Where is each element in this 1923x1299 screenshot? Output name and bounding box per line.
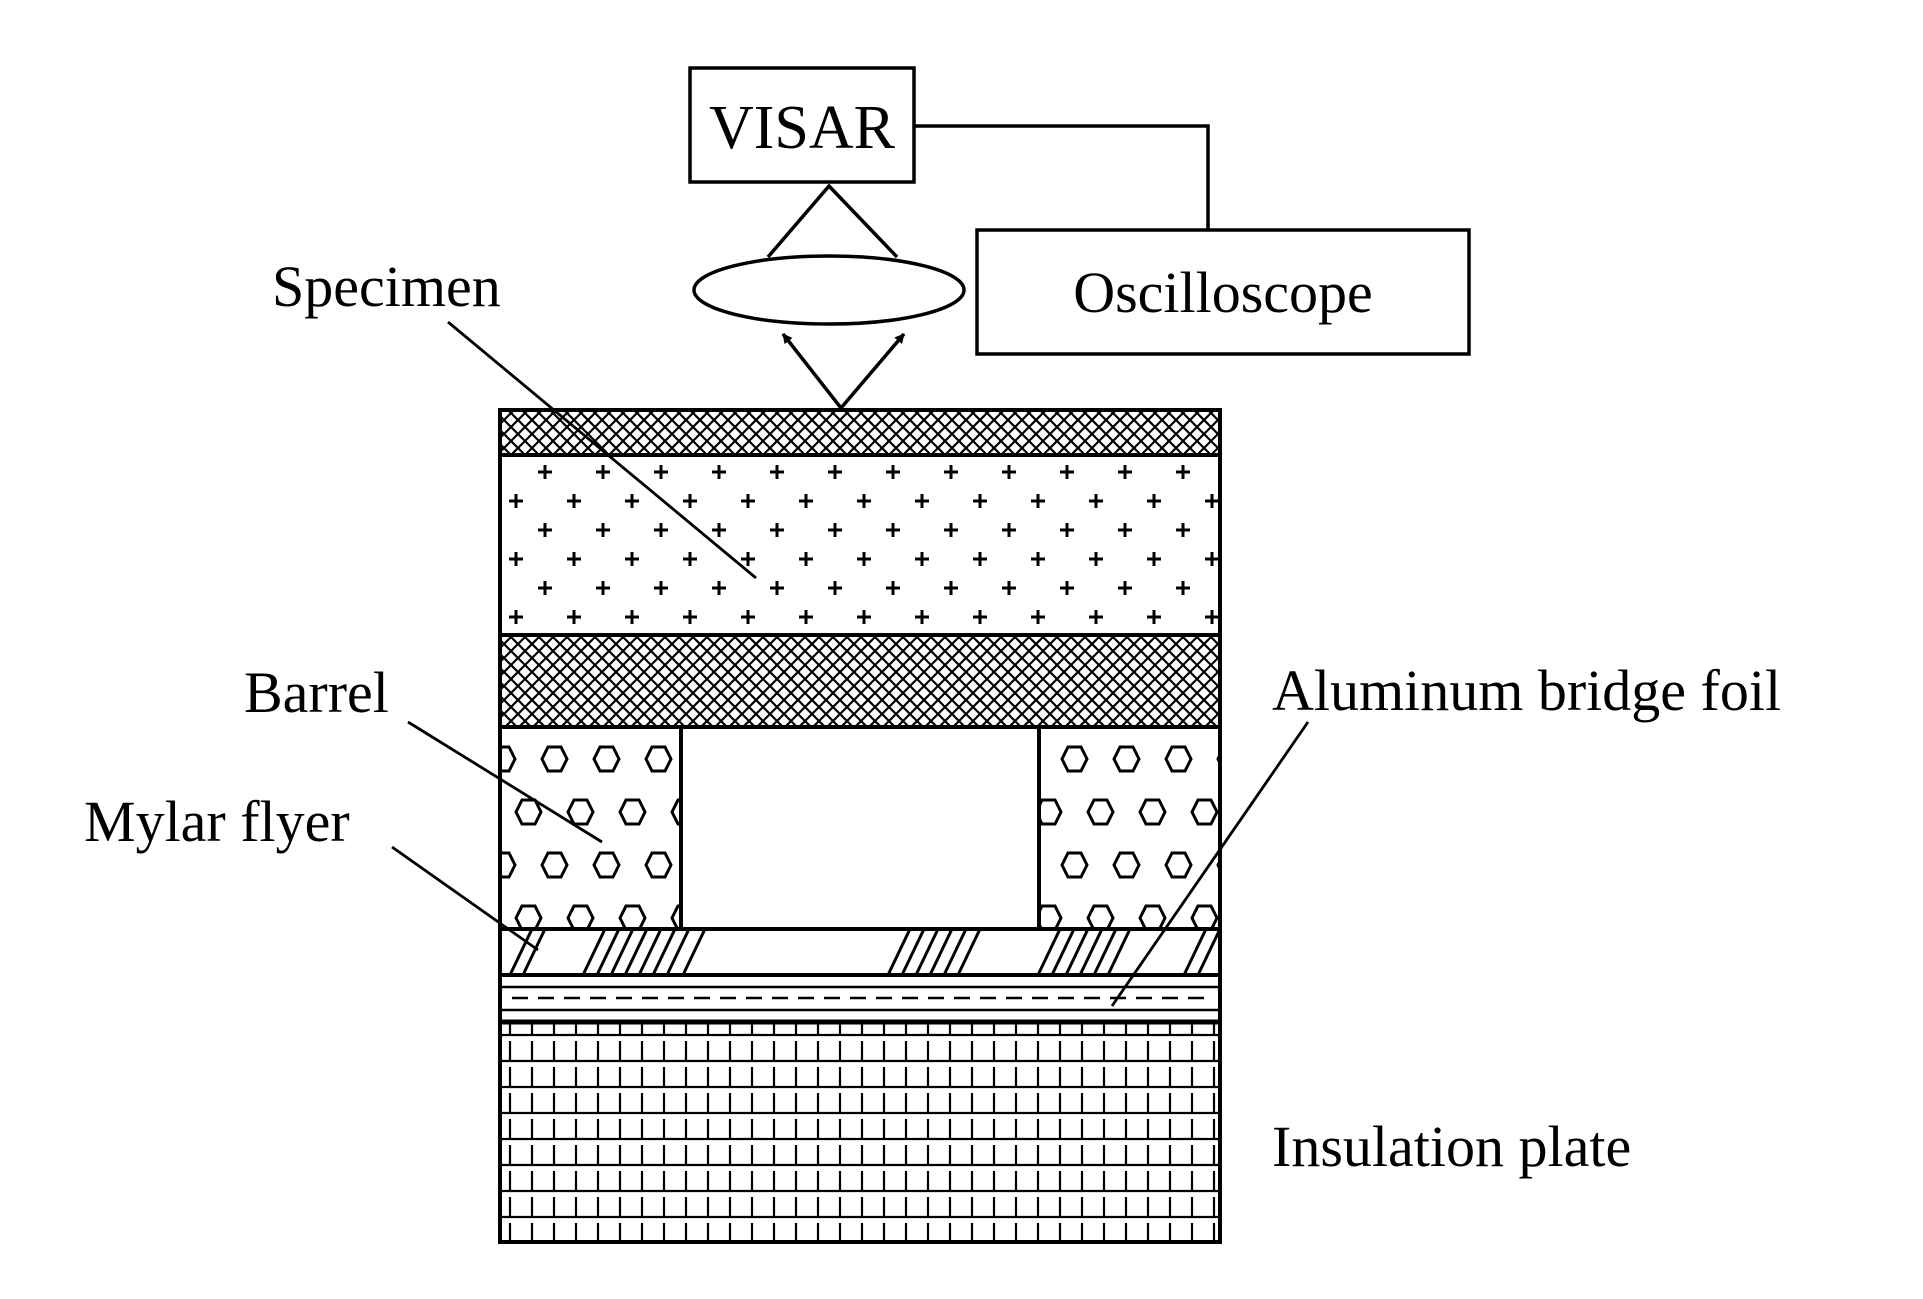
barrel-bore [681, 727, 1039, 929]
oscilloscope-label: Oscilloscope [1073, 260, 1373, 325]
insulation-plate-layer [500, 1022, 1220, 1242]
top-crosshatch-layer [500, 410, 1220, 455]
aluminum-bridge-foil-label: Aluminum bridge foil [1272, 658, 1781, 723]
light-cone [766, 183, 899, 259]
visar-oscilloscope-cable [914, 124, 1210, 230]
specimen-label: Specimen [272, 254, 501, 319]
layer-stack [498, 408, 1222, 1244]
oscilloscope-box: Oscilloscope [975, 228, 1471, 356]
middle-crosshatch-layer [500, 635, 1220, 727]
insulation-plate-label: Insulation plate [1272, 1114, 1631, 1179]
lens [692, 254, 966, 326]
visar-label: VISAR [709, 94, 896, 162]
mylar-flyer-layer [500, 928, 1222, 976]
mylar-flyer-label: Mylar flyer [84, 789, 350, 854]
specimen-callout: Specimen [272, 254, 757, 580]
barrel-right [1039, 727, 1220, 929]
visar-box: VISAR [688, 66, 916, 184]
mylar-flyer-callout: Mylar flyer [84, 789, 539, 952]
barrel-callout: Barrel [244, 660, 603, 844]
barrel-left [500, 727, 681, 929]
barrel-label: Barrel [244, 660, 389, 725]
reflected-beam-arrows [781, 332, 906, 410]
specimen-layer [500, 455, 1220, 635]
aluminum-bridge-foil-callout: Aluminum bridge foil [1110, 658, 1781, 1007]
aluminum-bridge-foil-layer [500, 975, 1220, 1022]
